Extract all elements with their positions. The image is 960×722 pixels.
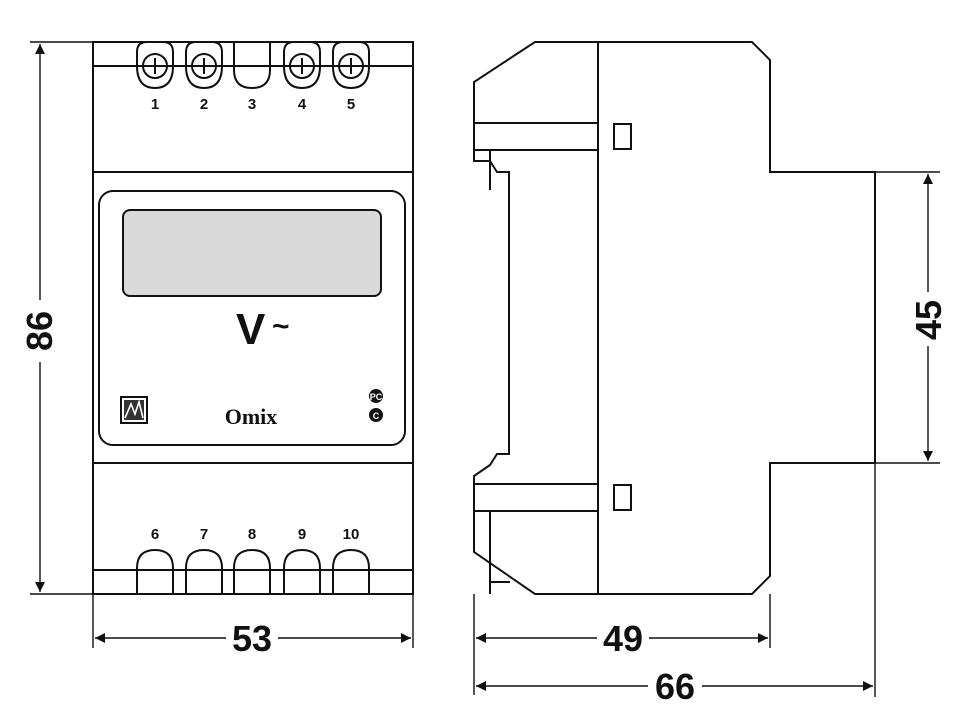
terminal-slot-9 — [283, 548, 321, 594]
svg-text:C: C — [373, 411, 380, 421]
side-vent-upper — [613, 123, 632, 150]
front-panel — [98, 190, 406, 446]
pct-certification-mark: PC — [369, 389, 383, 403]
terminal-screw-1 — [136, 41, 174, 90]
top-terminal-screws — [136, 41, 370, 90]
height-value: 86 — [19, 311, 60, 351]
bottom-terminal-slots — [136, 548, 370, 594]
terminal-number: 10 — [343, 526, 360, 543]
manufacturer-logo — [120, 396, 148, 424]
front-view: 1 2 3 4 5 V ~ Omix PC C 6 7 8 9 10 — [92, 41, 414, 595]
gost-certification-mark: C — [369, 408, 383, 422]
terminal-number: 8 — [248, 526, 256, 543]
terminal-number: 1 — [151, 96, 159, 113]
front-body-outline — [92, 41, 414, 595]
terminal-slot-6 — [136, 548, 174, 594]
terminal-number: 2 — [200, 96, 208, 113]
terminal-number: 6 — [151, 526, 159, 543]
terminal-slot-7 — [185, 548, 223, 594]
front-height-value: 45 — [908, 300, 949, 340]
height-dimension: 86 — [19, 41, 93, 595]
side-view — [473, 41, 876, 595]
terminal-screw-2 — [185, 41, 223, 90]
terminal-number: 4 — [298, 96, 307, 113]
body-depth-value: 49 — [603, 618, 643, 659]
total-depth-dimension: 66 — [476, 463, 876, 707]
width-dimension: 53 — [92, 594, 414, 659]
body-depth-dimension: 49 — [473, 594, 771, 695]
brand-name: Omix — [225, 404, 278, 429]
svg-text:PC: PC — [370, 392, 383, 402]
terminal-number: 7 — [200, 526, 208, 543]
terminal-number: 9 — [298, 526, 306, 543]
terminal-screw-5 — [332, 41, 370, 90]
terminal-slot-8 — [233, 548, 271, 594]
front-height-dimension: 45 — [875, 171, 949, 464]
terminal-number: 3 — [248, 96, 256, 113]
width-value: 53 — [232, 618, 272, 659]
total-depth-value: 66 — [655, 666, 695, 707]
side-body-outline — [473, 41, 876, 595]
terminal-number: 5 — [347, 96, 355, 113]
terminal-screw-4 — [283, 41, 321, 90]
display-window — [122, 209, 382, 297]
terminal-slot-10 — [332, 548, 370, 594]
terminal-slot-3 — [233, 42, 271, 90]
unit-label: V — [236, 305, 266, 354]
unit-suffix: ~ — [272, 310, 290, 343]
side-vent-lower — [613, 484, 632, 511]
